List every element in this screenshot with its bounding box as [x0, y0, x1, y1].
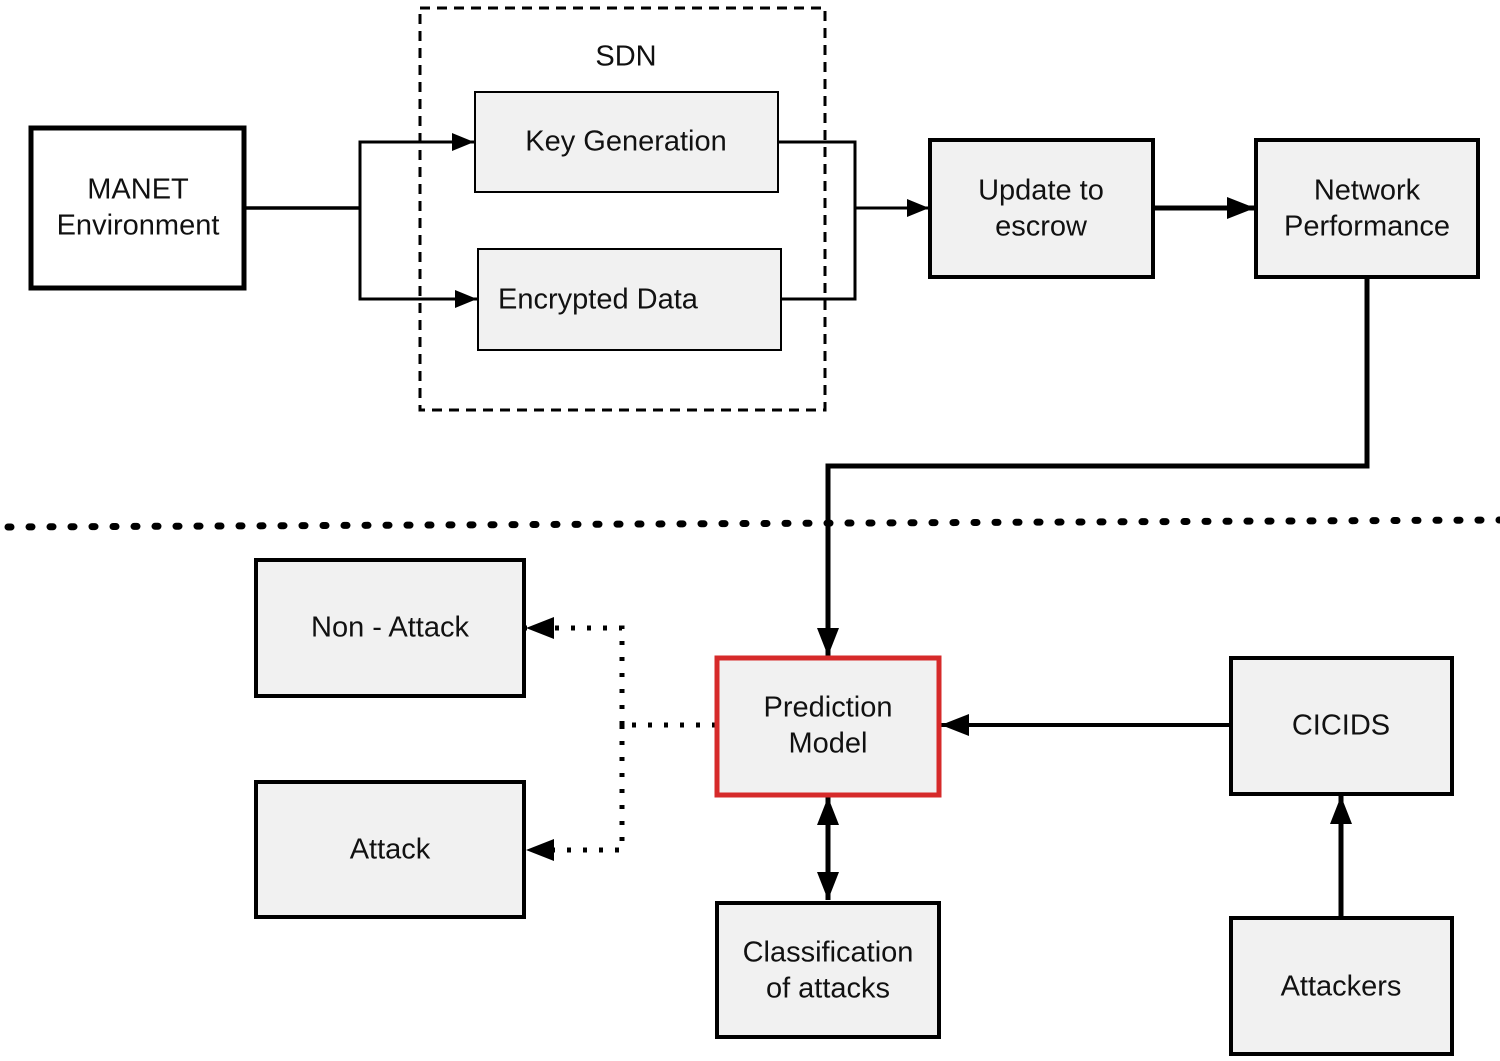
sdn-group-label: SDN [595, 41, 656, 73]
node-update-line1: Update to [978, 175, 1104, 207]
node-cicids: CICIDS [1229, 656, 1454, 796]
node-prediction-box [714, 655, 942, 798]
edges [244, 133, 1370, 916]
node-update-line2: escrow [995, 211, 1088, 243]
node-non-attack: Non - Attack [254, 558, 526, 698]
edge-network-to-prediction [817, 277, 1370, 656]
node-network-performance: Network Performance [1254, 138, 1480, 279]
edge-keygen-to-merge [778, 140, 857, 208]
node-classification-line2: of attacks [766, 973, 890, 1005]
edge-split-to-encrypted [358, 208, 477, 308]
node-attackers-box [1229, 916, 1454, 1056]
node-encrypted-data: Encrypted Data [477, 248, 782, 351]
node-classification-line1: Classification [743, 937, 914, 969]
node-cicids-label: CICIDS [1292, 710, 1390, 742]
sdn-group-border [418, 6, 827, 412]
node-classification-of-attacks: Classification of attacks [715, 901, 941, 1039]
node-prediction-line2: Model [789, 728, 868, 760]
node-attackers: Attackers [1229, 916, 1454, 1056]
node-classification-box [715, 901, 941, 1039]
node-attack-label: Attack [350, 834, 431, 866]
node-encrypted-box [477, 248, 782, 351]
edge-branch-to-attack [526, 725, 625, 861]
section-divider [4, 516, 1500, 531]
node-cicids-box [1229, 656, 1454, 796]
node-keygen-box [474, 91, 779, 193]
node-prediction-model: Prediction Model [714, 655, 942, 798]
node-manet-line1: MANET [87, 174, 189, 206]
node-prediction-line1: Prediction [764, 692, 893, 724]
node-manet-line2: Environment [57, 210, 220, 242]
node-manet-environment: MANET Environment [28, 125, 247, 291]
edge-split-to-keygen [358, 133, 474, 208]
node-key-generation: Key Generation [474, 91, 779, 193]
node-network-line1: Network [1314, 175, 1421, 207]
node-attack: Attack [254, 780, 526, 919]
node-keygen-label: Key Generation [525, 126, 727, 158]
node-manet-box [28, 125, 247, 291]
node-network-box [1254, 138, 1480, 279]
node-nonattack-box [254, 558, 526, 698]
node-update-box [928, 138, 1155, 279]
edge-branch-to-nonattack [526, 617, 625, 725]
node-attackers-label: Attackers [1281, 971, 1402, 1003]
node-update-to-escrow: Update to escrow [928, 138, 1155, 279]
node-encrypted-label: Encrypted Data [498, 284, 699, 316]
edge-encrypted-to-merge [781, 208, 857, 301]
node-nonattack-label: Non - Attack [311, 612, 469, 644]
node-network-line2: Performance [1284, 211, 1450, 243]
node-attack-box [254, 780, 526, 919]
